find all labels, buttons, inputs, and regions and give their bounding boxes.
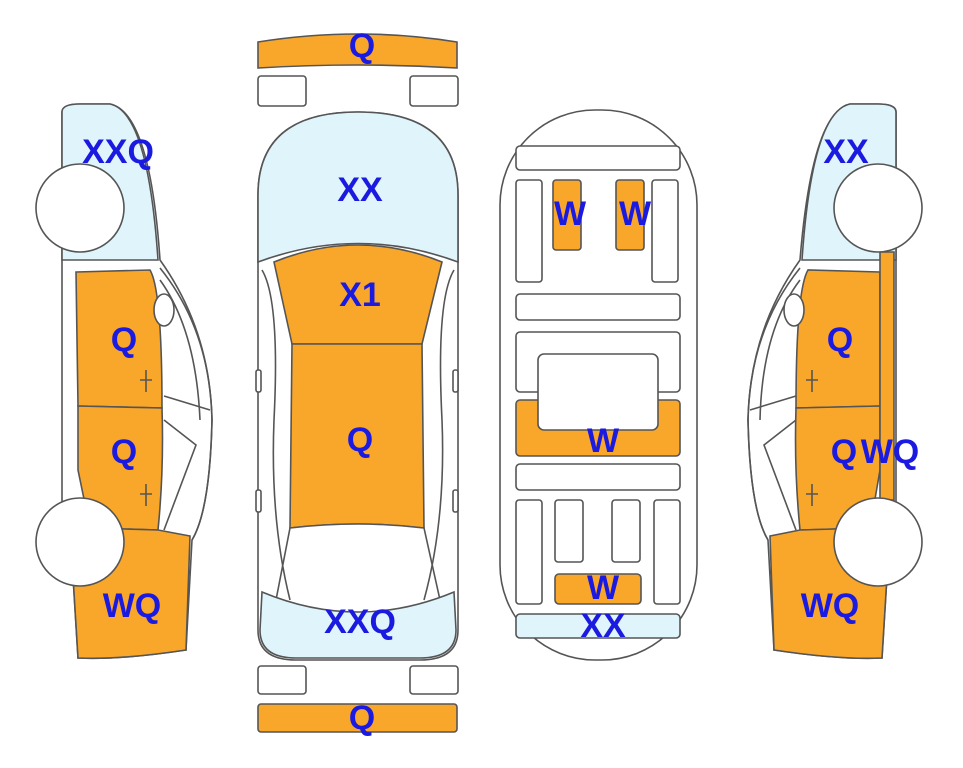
front-left-corner[interactable] [257, 75, 307, 107]
right-side-view: XX Q Q WQ WQ [747, 103, 923, 660]
front-bumper-panel[interactable] [257, 33, 458, 69]
rear-left-corner[interactable] [257, 665, 307, 695]
front-bumper-label: Q [349, 27, 375, 65]
dashboard[interactable] [515, 145, 681, 171]
left-rear-wheel[interactable] [35, 497, 125, 587]
trunk-sill-label: XX [580, 607, 626, 645]
center-console[interactable] [537, 353, 659, 431]
front-seat-left[interactable] [552, 179, 582, 251]
left-front-wheel[interactable] [35, 163, 125, 253]
rear-floor[interactable] [554, 573, 642, 605]
right-front-door-label: Q [827, 321, 853, 359]
rear-glass-region[interactable] [275, 523, 441, 614]
windshield-label: XX [337, 171, 383, 209]
rear-bumper-panel[interactable] [257, 703, 458, 733]
right-front-wheel[interactable] [833, 163, 923, 253]
interior-view: W W W W XX [499, 109, 698, 661]
right-rear-pillar-label: WQ [861, 433, 920, 471]
right-rear-pillar[interactable] [879, 251, 895, 501]
rear-glass[interactable] [259, 590, 457, 659]
left-front-door-label: Q [111, 321, 137, 359]
rear-bumper-label: Q [349, 699, 375, 737]
rear-right-corner[interactable] [409, 665, 459, 695]
roof-label: Q [347, 421, 373, 459]
front-seat-right[interactable] [615, 179, 645, 251]
rear-glass-label: XXQ [324, 603, 396, 641]
center-floor-label: W [587, 422, 620, 460]
hood-panel[interactable] [273, 244, 443, 345]
rear-floor-label: W [587, 569, 620, 607]
right-rear-quarter-label: WQ [801, 587, 860, 625]
left-side-view: XXQ Q Q WQ [35, 103, 213, 660]
front-seat-right-label: W [619, 195, 652, 233]
front-seat-left-label: W [554, 195, 587, 233]
hood-label: X1 [339, 276, 381, 314]
windshield-glass[interactable] [257, 111, 459, 264]
left-rear-door-label: Q [111, 433, 137, 471]
trunk-sill[interactable] [515, 613, 681, 639]
top-view: Q XX X1 Q XXQ Q [255, 27, 459, 737]
right-rear-door-label: Q [831, 433, 857, 471]
right-front-glass-label: XX [823, 133, 869, 171]
left-front-glass-label: XXQ [82, 133, 154, 171]
right-rear-wheel[interactable] [833, 497, 923, 587]
front-right-corner[interactable] [409, 75, 459, 107]
left-rear-quarter-label: WQ [103, 587, 162, 625]
